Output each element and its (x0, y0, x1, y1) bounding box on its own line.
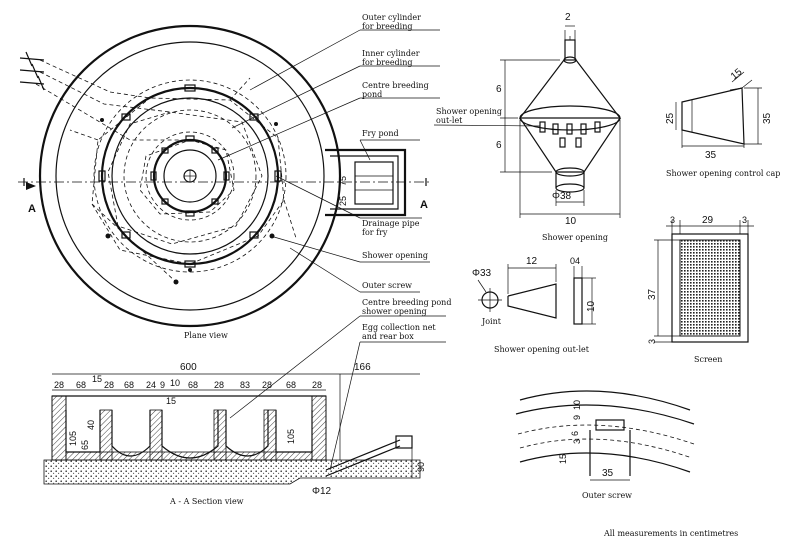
centre-pond-inner (163, 149, 217, 203)
nozzle-marks (100, 118, 278, 285)
shower-dim-6b: 6 (496, 140, 502, 151)
sec-dim-600: 600 (180, 362, 197, 373)
cap-dim-35h: 35 (762, 112, 773, 124)
sec-dim-40: 40 (86, 420, 96, 430)
outlet-dim-12: 12 (526, 256, 538, 267)
shower-opening-caption: Shower opening (542, 233, 608, 242)
screen-caption: Screen (694, 355, 722, 364)
section-right-wall (311, 395, 327, 461)
screw-dim-15: 15 (558, 454, 568, 464)
cap-dim-15: 15 (729, 66, 745, 82)
section-view-caption: A - A Section view (169, 497, 244, 506)
screen-dim-3b: 3 (742, 215, 747, 225)
shower-dim-10: 10 (565, 216, 577, 227)
plane-view: 25 75 A A Plane view (18, 24, 432, 340)
shower-slots (539, 121, 601, 148)
section-marker-left: A (28, 203, 36, 215)
sec-dim-28b: 28 (104, 380, 114, 390)
shower-dim-6a: 6 (496, 84, 502, 95)
outer-cylinder-wall (38, 24, 342, 328)
shower-opening-drawing: 2 6 6 Φ38 10 Shower openin (433, 12, 622, 242)
screw-dim-3: 3 (572, 439, 582, 444)
sec-dim-28c: 28 (214, 380, 224, 390)
section-line-a-a: A A (18, 178, 432, 215)
screen-drawing: 3 29 3 37 3 Screen (647, 215, 754, 364)
screen-dim-3c: 3 (647, 339, 657, 344)
control-cap-drawing: 15 25 35 35 Shower opening control cap (665, 66, 780, 178)
section-inner-walls (99, 409, 277, 461)
label-joint: Joint (481, 317, 502, 326)
screen-dim-37: 37 (647, 288, 658, 300)
sec-dim-68a: 68 (76, 380, 86, 390)
outer-screw-drawing: 15 3 6 9 10 35 Outer screw (515, 390, 695, 500)
measurement-note: All measurements in centimetres (603, 529, 738, 538)
inner-cylinder-outer (100, 86, 280, 266)
section-left-wall (51, 395, 67, 461)
screw-dim-9: 9 (572, 415, 582, 420)
outlet-dim-04: 04 (570, 256, 580, 266)
shower-outlet-caption: Shower opening out-let (494, 345, 590, 354)
sec-dim-d12: Φ12 (312, 486, 332, 497)
outer-screw-caption: Outer screw (582, 491, 632, 500)
control-cap-caption: Shower opening control cap (666, 169, 780, 178)
cap-dim-25: 25 (665, 112, 676, 124)
sec-dim-83: 83 (240, 380, 250, 390)
label-outer-screw: Outer screw (362, 281, 412, 290)
section-view: Φ12 600 166 15 28 68 28 68 24 9 10 68 28… (43, 362, 426, 506)
section-marker-right: A (420, 199, 428, 211)
sec-dim-105b: 105 (286, 429, 296, 444)
shower-outlet-drawing: Φ33 Joint 12 04 10 Shower opening out-le… (472, 256, 597, 354)
centre-pond-ring (145, 131, 235, 221)
shower-dim-2: 2 (565, 12, 571, 23)
ground-fill (43, 459, 421, 485)
centre-pond-notches (150, 135, 230, 217)
plane-dim-25: 25 (338, 196, 348, 206)
sec-dim-105a: 105 (68, 431, 78, 446)
shower-dim-d38: Φ38 (552, 191, 572, 202)
outer-cylinder-inner-edge (55, 41, 325, 311)
label-shower-opening: Shower opening (362, 251, 428, 260)
shower-pipe-network (35, 59, 297, 283)
sec-dim-68c: 68 (188, 380, 198, 390)
sec-dim-15b: 15 (166, 396, 176, 406)
sec-dim-28a: 28 (54, 380, 64, 390)
sec-dim-166: 166 (354, 362, 371, 373)
sec-dim-90: 90 (416, 462, 426, 472)
plane-dim-75: 75 (338, 176, 348, 186)
sec-dim-65: 65 (80, 440, 90, 450)
inner-cylinder-inner (111, 97, 269, 255)
cap-dim-35w: 35 (705, 150, 717, 161)
sec-dim-68b: 68 (124, 380, 134, 390)
screw-dim-6: 6 (570, 431, 580, 436)
sec-dim-28e: 28 (312, 380, 322, 390)
section-drainage-pipe: Φ12 (312, 435, 413, 497)
screw-dim-35: 35 (602, 468, 614, 479)
sec-dim-28d: 28 (262, 380, 272, 390)
sec-dim-9: 9 (160, 380, 165, 390)
nozzle-ring-inner (123, 109, 257, 243)
sec-dim-24: 24 (146, 380, 156, 390)
screw-dim-10: 10 (572, 400, 582, 410)
outlet-dim-10: 10 (586, 300, 597, 312)
label-fry-pond: Fry pond (362, 129, 399, 138)
inner-cylinder-notches (98, 84, 282, 268)
sec-dim-10: 10 (170, 378, 180, 388)
plane-view-caption: Plane view (184, 331, 228, 340)
screen-dim-29: 29 (702, 215, 714, 226)
screen-mesh (679, 239, 741, 337)
outlet-dim-d33: Φ33 (472, 268, 492, 279)
screen-dim-3a: 3 (670, 215, 675, 225)
sec-dim-15a: 15 (92, 374, 102, 384)
inlet-pipes (19, 51, 45, 91)
sec-dim-68d: 68 (286, 380, 296, 390)
